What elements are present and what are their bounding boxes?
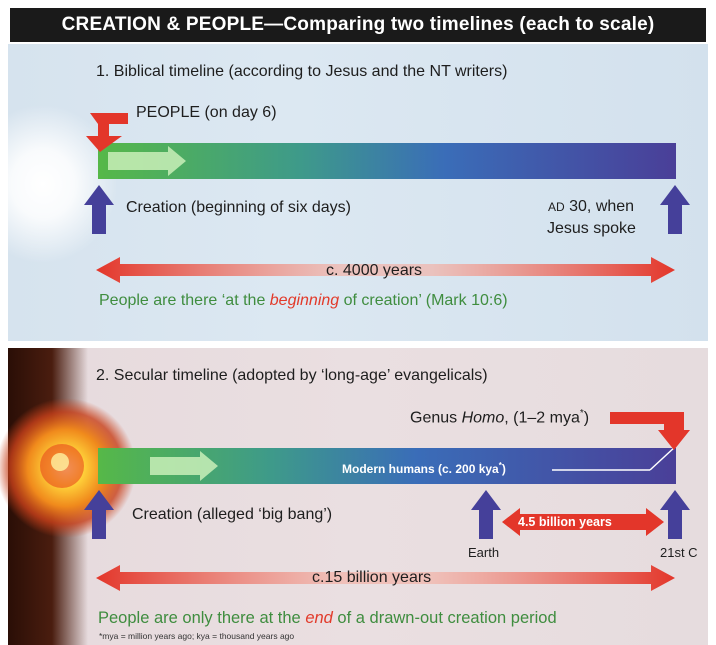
earth-span-label: 4.5 billion years: [518, 515, 612, 529]
span-15-billion-years-arrow-icon: [96, 565, 675, 591]
secular-note: People are only there at the end of a dr…: [98, 609, 557, 628]
people-label: PEOPLE (on day 6): [136, 104, 277, 121]
direction-arrow-icon: [108, 146, 186, 176]
genus-homo-down-arrow-icon: [610, 412, 690, 450]
modern-humans-label: Modern humans (c. 200 kya*): [342, 461, 506, 476]
homo-italic: Homo: [461, 409, 505, 427]
span-15-billion-years-label: c.15 billion years: [312, 569, 432, 586]
biblical-timeline-panel: [0, 44, 708, 341]
ad30-line1: 30, when: [569, 198, 635, 215]
ad30-line2: Jesus spoke: [547, 220, 636, 237]
footnote-marker: *: [579, 408, 584, 419]
note-text: People are there ‘at the: [99, 292, 270, 309]
homo-text: Genus: [410, 409, 462, 427]
note-text: of a drawn-out creation period: [332, 609, 557, 627]
creation-up-arrow-icon: [84, 185, 114, 234]
note-text: People are only there at the: [98, 609, 306, 627]
modern-humans-text: ): [501, 462, 506, 476]
people-down-arrow-icon: [86, 113, 128, 152]
earth-label: Earth: [468, 545, 500, 560]
genus-homo-label: Genus Homo, (1–2 mya*): [410, 408, 589, 427]
creation-up-arrow-icon: [84, 490, 114, 539]
present-label: 21st C: [660, 545, 698, 560]
note-emphasis: beginning: [269, 292, 340, 309]
footnote: *mya = million years ago; kya = thousand…: [99, 631, 295, 641]
present-up-arrow-icon: [660, 490, 690, 539]
page-title: CREATION & PEOPLE—Comparing two timeline…: [10, 8, 706, 42]
earth-up-arrow-icon: [471, 490, 501, 539]
ad30-label: AD 30, when: [548, 198, 634, 216]
biblical-note: People are there ‘at the beginning of cr…: [99, 292, 508, 310]
span-4000-years-label: c. 4000 years: [326, 262, 423, 279]
direction-arrow-icon: [150, 451, 218, 481]
homo-text: , (1–2 mya: [504, 409, 580, 427]
note-emphasis: end: [305, 609, 333, 627]
secular-timeline-subtitle: 2. Secular timeline (adopted by ‘long-ag…: [96, 367, 488, 384]
modern-humans-text: Modern humans (c. 200 kya: [342, 462, 499, 476]
homo-text: ): [583, 409, 590, 427]
big-bang-label: Creation (alleged ‘big bang’): [132, 506, 333, 523]
ad30-up-arrow-icon: [660, 185, 690, 234]
creation-label: Creation (beginning of six days): [126, 199, 352, 216]
biblical-timeline-subtitle: 1. Biblical timeline (according to Jesus…: [96, 63, 508, 80]
footnote-marker: *: [498, 461, 502, 470]
span-4000-years-arrow-icon: [96, 257, 675, 283]
era-label: AD: [548, 200, 565, 214]
note-text: of creation’ (Mark 10:6): [339, 292, 508, 309]
biblical-timeline-bar: [98, 143, 676, 179]
span-4-5-billion-years-arrow-icon: [502, 508, 664, 536]
